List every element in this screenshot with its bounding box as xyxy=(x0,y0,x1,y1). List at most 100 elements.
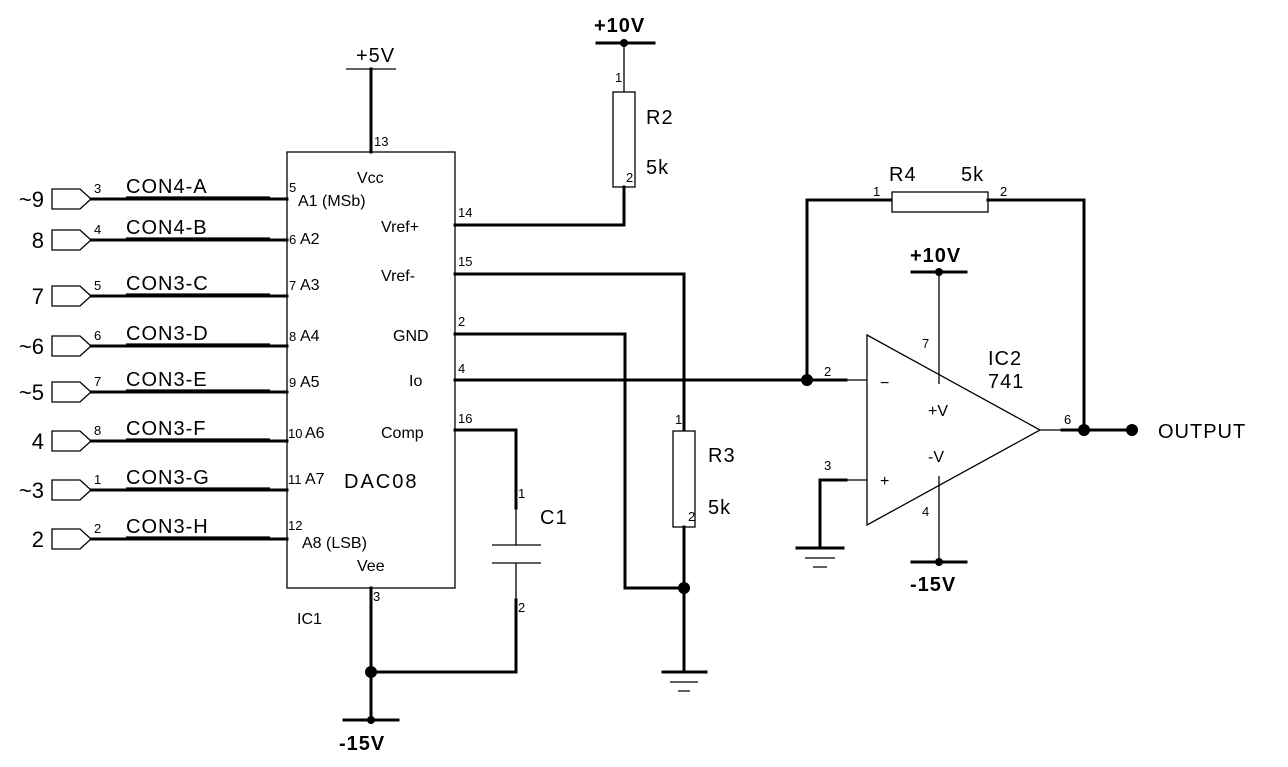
ic1-pin-number: 11 xyxy=(288,472,302,487)
ic1-pin-name: A6 xyxy=(305,425,325,442)
junction-dot xyxy=(367,716,375,724)
input-wires xyxy=(89,197,289,541)
ic1-pin-name: A5 xyxy=(300,374,320,391)
input-connector-icon xyxy=(51,229,92,251)
net-label: CON3-F xyxy=(126,418,206,440)
opamp-vplus-label: +V xyxy=(928,403,948,420)
ic1-pin-name: Io xyxy=(409,373,422,390)
connector-pin-number: 6 xyxy=(94,328,101,343)
input-number: 2 xyxy=(32,527,44,552)
net-label: CON4-A xyxy=(126,176,208,198)
vref-plus-wire xyxy=(453,185,626,227)
connector-pin-number: 3 xyxy=(94,181,101,196)
input-connector-icon xyxy=(51,188,92,210)
ic1-pin-number: 5 xyxy=(289,180,296,195)
ic1-vee-label: Vee xyxy=(357,558,385,575)
ic1-pin-name: A4 xyxy=(300,328,320,345)
ic1-pin-name: A3 xyxy=(300,277,320,294)
vcc-supply: +5V xyxy=(346,45,396,154)
junction-dot xyxy=(935,558,943,566)
input-connector-icon xyxy=(51,430,92,452)
comp-wire xyxy=(453,428,518,510)
net-label: CON3-G xyxy=(126,467,210,489)
net-label: CON3-H xyxy=(126,516,209,538)
c1-network: 1 2 C1 -15V xyxy=(339,428,567,755)
r2-network: +10V 1 2 R2 5k xyxy=(453,15,674,227)
c1-bottom-wire xyxy=(369,598,518,674)
ic2-pin-inv: 2 xyxy=(824,364,831,379)
opamp-triangle-icon xyxy=(866,333,1042,527)
ic1-pin-number: 10 xyxy=(288,426,302,441)
connector-pin-number: 4 xyxy=(94,222,101,237)
ic1-right-pins: Vref+ 14 Vref- 15 GND 2 Io 4 Comp 16 xyxy=(381,205,472,442)
input-number: ~3 xyxy=(19,478,44,503)
r3-network: 1 2 R3 5k xyxy=(453,272,736,692)
ic1-pin-name: A7 xyxy=(305,471,325,488)
input-connector-icon xyxy=(51,335,92,357)
output-terminal-icon xyxy=(1126,424,1138,436)
vref-minus-wire xyxy=(453,272,686,433)
r4-pin2: 2 xyxy=(1000,184,1007,199)
connector-pin-number: 1 xyxy=(94,472,101,487)
net-label: CON3-E xyxy=(126,369,208,391)
noninv-ground-wire xyxy=(818,478,848,550)
r3-value-label: 5k xyxy=(708,497,731,519)
ic1-pin-name: A2 xyxy=(300,231,320,248)
ic1-dac08: Vcc Vee DAC08 IC1 5 A1 (MSb) 6 A2 7 A3 8… xyxy=(286,134,472,628)
input-number: 4 xyxy=(32,429,44,454)
ic1-pin-name: A8 (LSB) xyxy=(302,535,367,552)
r3-pin2: 2 xyxy=(688,509,695,524)
c1-pin2: 2 xyxy=(518,600,525,615)
input-number: ~9 xyxy=(19,187,44,212)
ic1-pin-number-vee: 3 xyxy=(373,589,380,604)
junction-dot xyxy=(678,582,690,594)
ic2-ref-label: IC2 xyxy=(988,348,1022,370)
r2-ref-label: R2 xyxy=(646,107,674,129)
ic1-pin-number-vcc: 13 xyxy=(374,134,388,149)
input-connector-icon xyxy=(51,381,92,403)
ic1-pin-number: 15 xyxy=(458,254,472,269)
net-label: CON3-C xyxy=(126,273,209,295)
r2-pin1: 1 xyxy=(615,70,622,85)
ic2-pin-noninv: 3 xyxy=(824,458,831,473)
r4-right-wire xyxy=(986,198,1086,432)
plus5v-label: +5V xyxy=(356,45,395,67)
ic2-pin-vplus: 7 xyxy=(922,336,929,351)
r4-value-label: 5k xyxy=(961,164,984,186)
c1-pin1: 1 xyxy=(518,486,525,501)
ic1-pin-number: 2 xyxy=(458,314,465,329)
ic1-pin-number: 7 xyxy=(289,278,296,293)
ic1-pin-number: 4 xyxy=(458,361,465,376)
ic1-left-pins: 5 A1 (MSb) 6 A2 7 A3 8 A4 9 A5 10 A6 11 … xyxy=(288,180,367,552)
input-connector-icon xyxy=(51,285,92,307)
r3-pin1: 1 xyxy=(675,412,682,427)
ic1-pin-name: A1 (MSb) xyxy=(298,193,366,210)
r3-ref-label: R3 xyxy=(708,445,736,467)
ic2-part-label: 741 xyxy=(988,371,1024,393)
r4-left-wire xyxy=(805,198,894,382)
input-number: ~6 xyxy=(19,334,44,359)
input-connector-icon xyxy=(51,528,92,550)
opamp-input-leads xyxy=(846,379,867,481)
ground-icon xyxy=(670,681,698,692)
input-connectors: ~9 8 7 ~6 ~5 4 ~3 2 3 4 5 6 7 8 1 2 CON4… xyxy=(19,176,289,552)
junction-dot xyxy=(1078,424,1090,436)
ic1-pin-name: Comp xyxy=(381,425,424,442)
junction-dot xyxy=(365,666,377,678)
r2-value-label: 5k xyxy=(646,157,669,179)
input-connector-icon xyxy=(51,479,92,501)
input-number: ~5 xyxy=(19,380,44,405)
feedback-network: 1 2 R4 5k xyxy=(453,164,1086,432)
r4-ref-label: R4 xyxy=(889,164,917,186)
net-label: CON3-D xyxy=(126,323,209,345)
opamp-vminus-label: -V xyxy=(928,449,944,466)
ic2-opamp: 2 3 − + +V -V IC2 741 +10V 7 4 -15V 6 OU… xyxy=(795,245,1245,596)
ic1-pin-number: 9 xyxy=(289,375,296,390)
net-label: CON4-B xyxy=(126,217,208,239)
plus10v-op-label: +10V xyxy=(910,245,961,267)
ic1-pin-name: Vref- xyxy=(381,268,415,285)
gnd-pin-wire xyxy=(453,332,686,590)
opamp-minus-sign: − xyxy=(880,375,889,392)
ic1-vcc-label: Vcc xyxy=(357,170,384,187)
